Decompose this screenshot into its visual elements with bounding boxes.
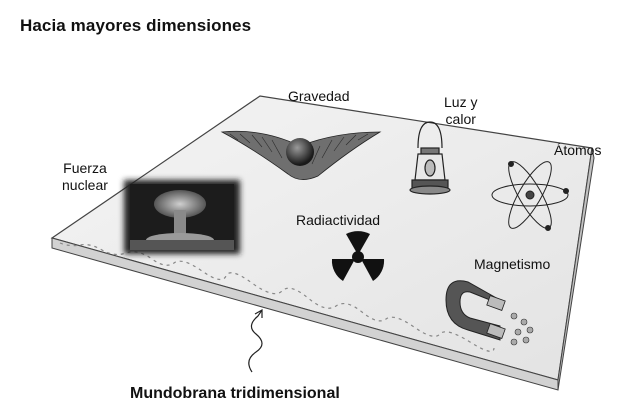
gravity-well-icon	[220, 130, 382, 180]
label-radioactivity: Radiactividad	[296, 212, 381, 228]
label-nuclear-force-line2: nuclear	[62, 177, 108, 193]
label-nuclear-force-line1: Fuerza	[63, 160, 107, 176]
radiation-icon	[331, 231, 385, 281]
label-nuclear-force: Fuerza nuclear	[62, 160, 108, 194]
horseshoe-magnet-icon	[445, 280, 534, 346]
label-atoms: Átomos	[554, 142, 602, 158]
label-magnetism: Magnetismo	[474, 256, 551, 272]
lantern-icon	[409, 121, 451, 195]
squiggle-arrow-icon	[248, 308, 263, 373]
caption: Mundobrana tridimensional	[130, 385, 340, 402]
diagram-title: Hacia mayores dimensiones	[20, 16, 252, 35]
mushroom-cloud-icon	[124, 180, 240, 254]
label-light-heat: Luz y calor	[444, 94, 477, 128]
label-light-heat-line1: Luz y	[444, 94, 478, 110]
label-light-heat-line2: calor	[445, 111, 476, 127]
atom-icon	[491, 161, 569, 231]
label-gravity: Gravedad	[288, 88, 350, 104]
